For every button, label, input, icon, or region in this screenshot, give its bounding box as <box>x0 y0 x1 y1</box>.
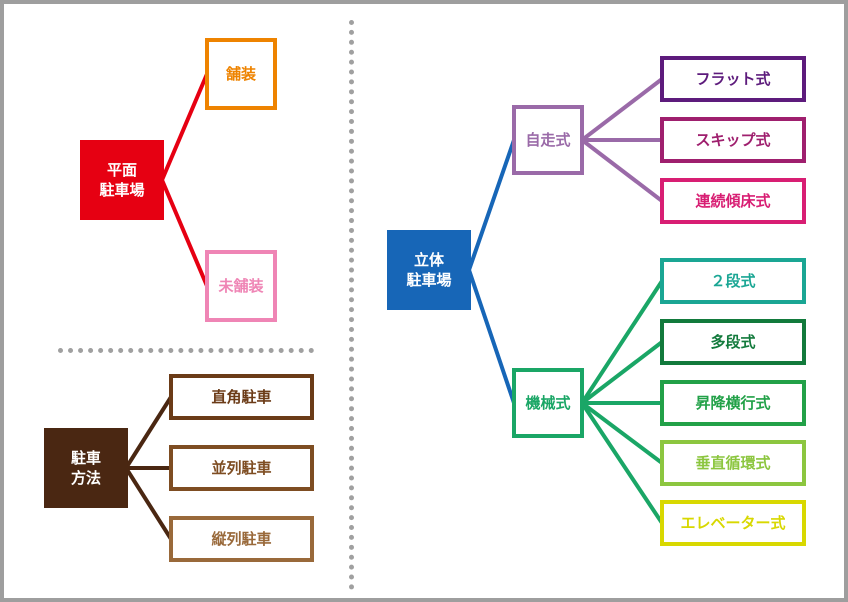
parallel-parking-node: 縦列駐車 <box>169 516 314 562</box>
vertical-divider <box>349 20 354 590</box>
parallel-row-parking-node: 並列駐車 <box>169 445 314 491</box>
continuous-slope-node: 連続傾床式 <box>660 178 806 224</box>
multilevel-parking-node: 立体 駐車場 <box>387 230 471 310</box>
mechanical-node: 機械式 <box>512 368 584 438</box>
vertical-circulation-node: 垂直循環式 <box>660 440 806 486</box>
connector-rittai-jisou <box>467 138 516 272</box>
connector-kikai-tadan <box>580 340 664 405</box>
connector-houhou-choku <box>124 395 173 470</box>
flat-type-node: フラット式 <box>660 56 806 102</box>
paved-node: 舗装 <box>205 38 277 110</box>
self-drive-node: 自走式 <box>512 105 584 175</box>
elevator-type-node: エレベーター式 <box>660 500 806 546</box>
two-level-node: ２段式 <box>660 258 806 304</box>
lift-slide-node: 昇降横行式 <box>660 380 806 426</box>
connector-layer <box>124 72 664 541</box>
connector-heimen-hosou <box>160 72 209 182</box>
connector-houhou-juretsu <box>124 466 173 541</box>
perpendicular-parking-node: 直角駐車 <box>169 374 314 420</box>
connector-heimen-mihosou <box>160 178 209 288</box>
connector-rittai-kikai <box>467 268 516 405</box>
heimen-parking-node: 平面 駐車場 <box>80 140 164 220</box>
connector-kikai-nidan <box>580 279 664 405</box>
horizontal-divider <box>58 348 314 353</box>
unpaved-node: 未舗装 <box>205 250 277 322</box>
skip-type-node: スキップ式 <box>660 117 806 163</box>
connector-kikai-elevator <box>580 401 664 525</box>
connector-jisou-renzoku <box>580 138 664 203</box>
connector-kikai-suichoku <box>580 401 664 465</box>
connector-jisou-flat <box>580 77 664 142</box>
parking-method-node: 駐車 方法 <box>44 428 128 508</box>
multi-level-node: 多段式 <box>660 319 806 365</box>
